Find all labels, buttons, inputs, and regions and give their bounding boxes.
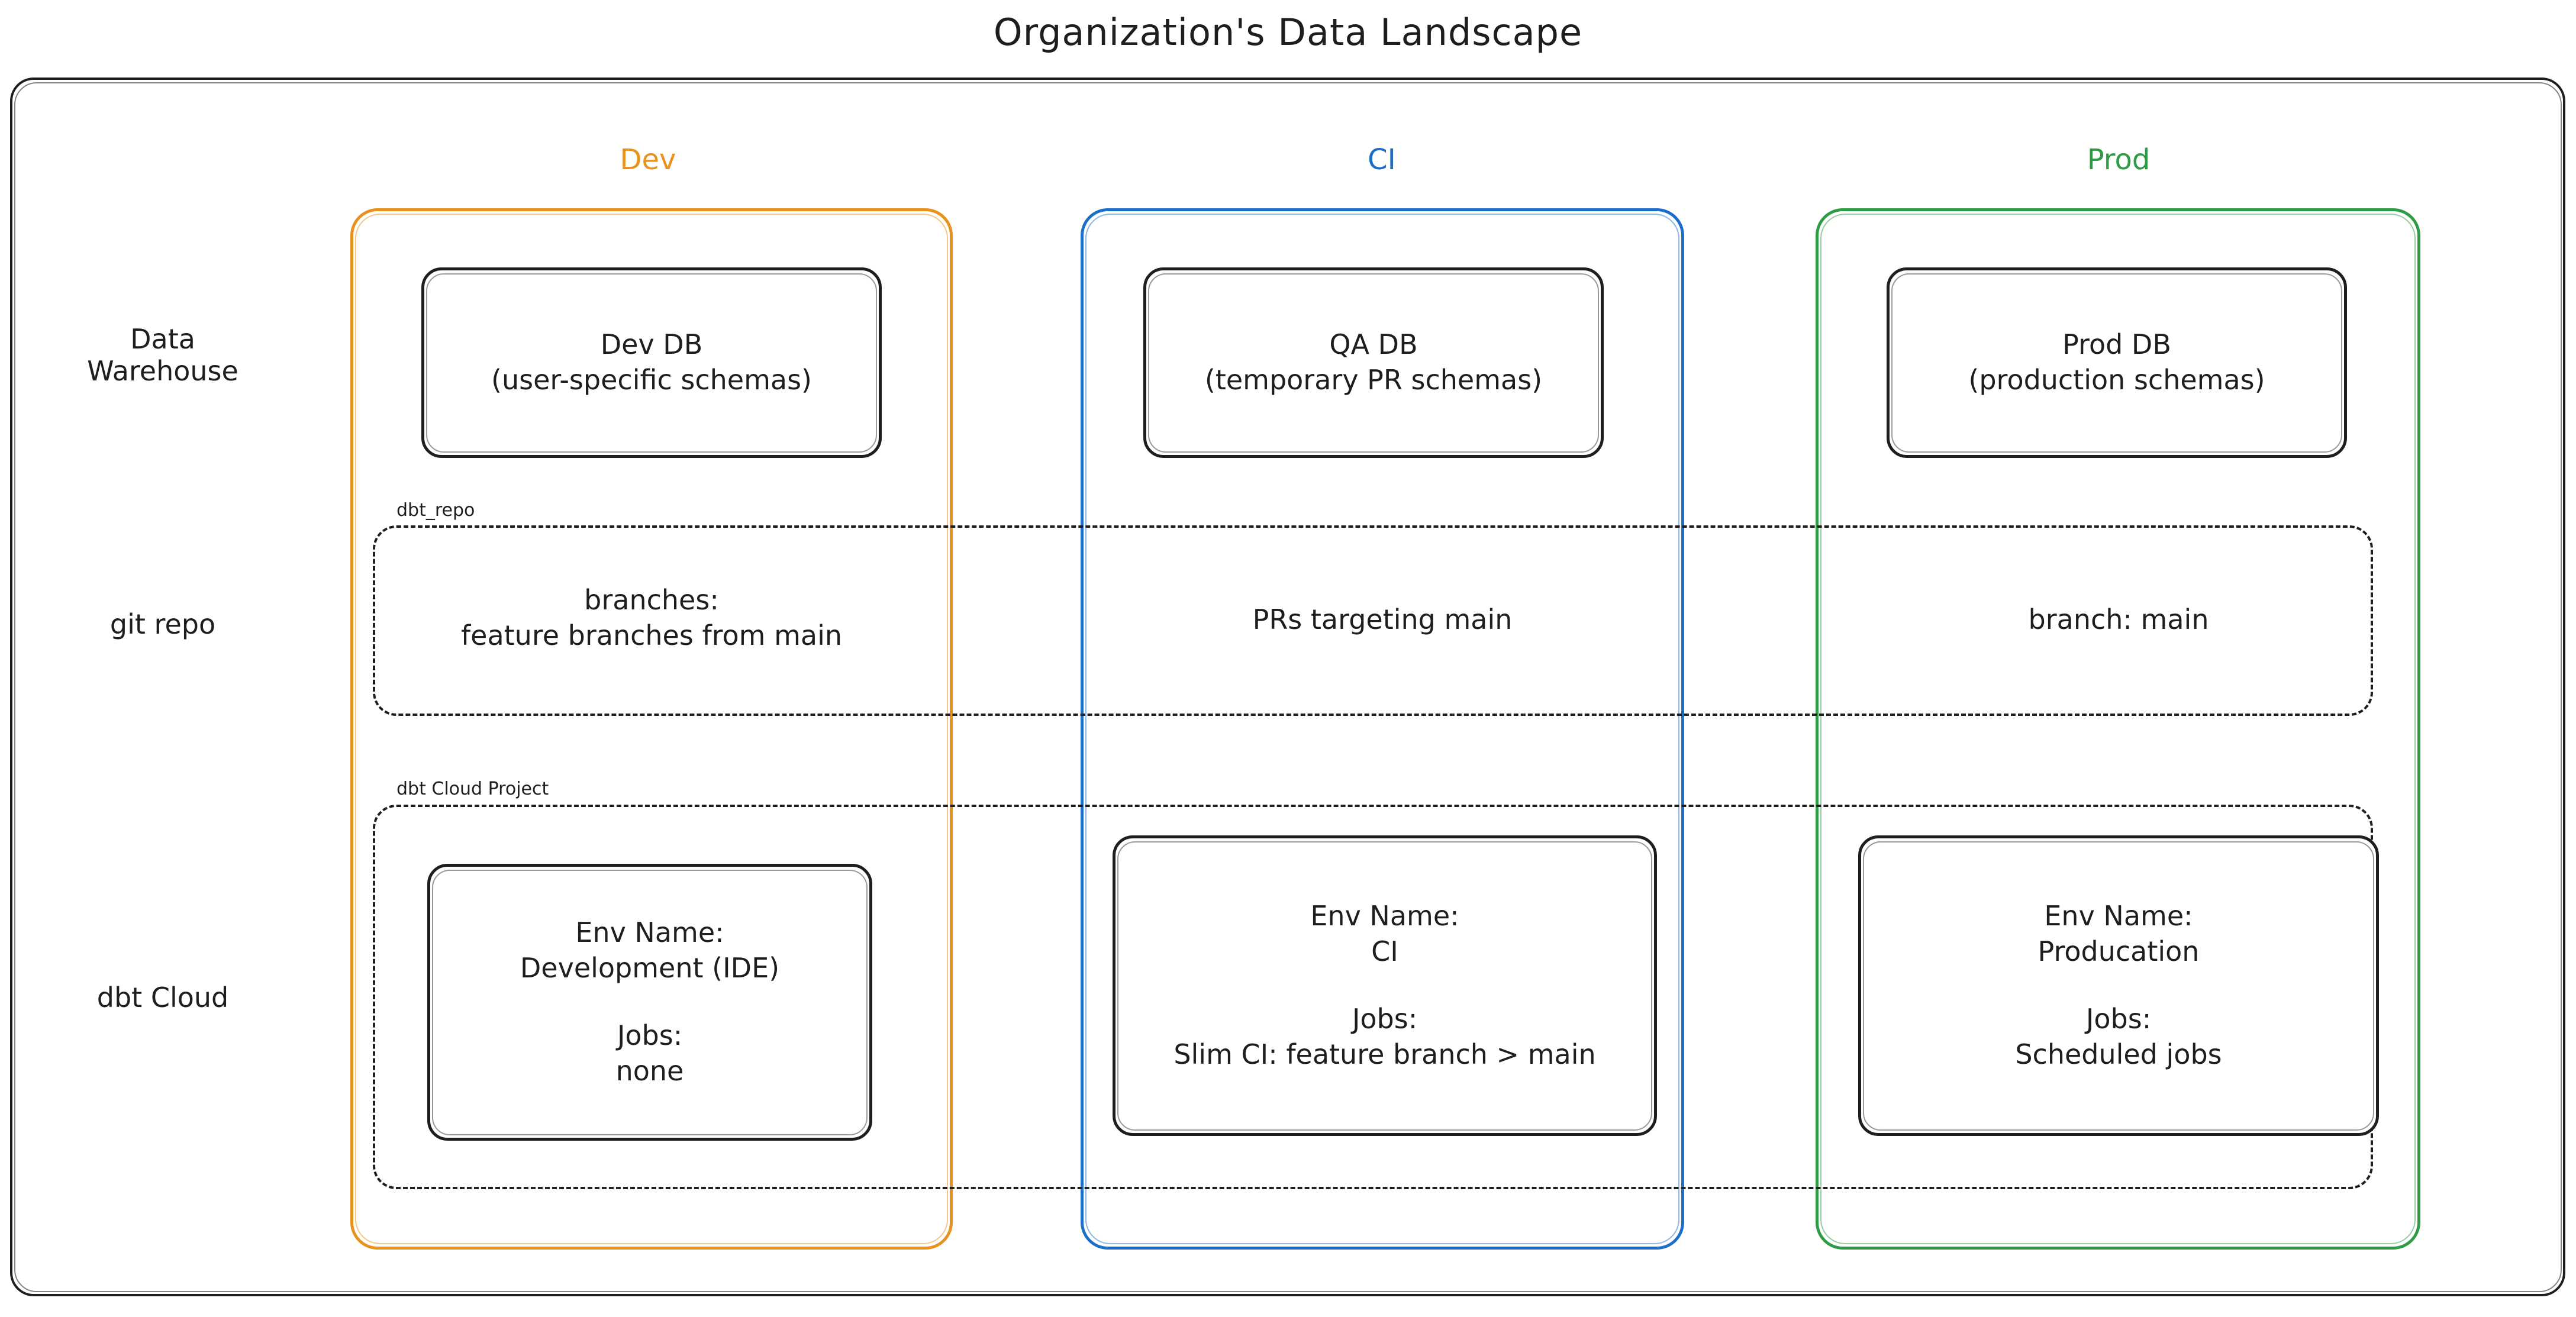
env-column-dev bbox=[350, 208, 953, 1250]
node-dbt-env-prod[interactable]: Env Name: Producation Jobs: Scheduled jo… bbox=[1858, 835, 2379, 1136]
node-dbt-env-dev-jobs-label: Jobs: bbox=[617, 1019, 683, 1051]
node-dev-db-title: Dev DB bbox=[600, 328, 703, 361]
node-dbt-env-dev-env-label: Env Name: bbox=[575, 916, 724, 949]
landscape-frame bbox=[10, 78, 2565, 1296]
group-label-dbt-repo: dbt_repo bbox=[391, 500, 481, 521]
node-prod-db[interactable]: Prod DB (production schemas) bbox=[1887, 267, 2347, 458]
node-dbt-env-ci[interactable]: Env Name: CI Jobs: Slim CI: feature bran… bbox=[1113, 835, 1657, 1136]
node-dbt-env-dev-env-value: Development (IDE) bbox=[520, 952, 780, 984]
git-repo-prod-text: branch: main bbox=[2028, 603, 2209, 635]
node-qa-db-subtitle: (temporary PR schemas) bbox=[1204, 364, 1543, 396]
node-dbt-env-ci-jobs-label: Jobs: bbox=[1352, 1003, 1418, 1035]
node-prod-db-title: Prod DB bbox=[2062, 328, 2171, 361]
row-label-git-repo: git repo bbox=[109, 608, 216, 640]
node-dbt-env-prod-env-value: Producation bbox=[2037, 935, 2200, 968]
env-column-prod bbox=[1816, 208, 2420, 1250]
env-header-prod: Prod bbox=[2087, 143, 2151, 176]
git-repo-ci-text: PRs targeting main bbox=[1252, 603, 1513, 635]
node-dbt-env-dev-jobs-value: none bbox=[615, 1054, 684, 1087]
row-label-dbt-cloud: dbt Cloud bbox=[96, 982, 229, 1013]
node-dbt-env-prod-env-label: Env Name: bbox=[2044, 900, 2193, 932]
group-dbt-repo bbox=[373, 525, 2373, 716]
page-title: Organization's Data Landscape bbox=[993, 11, 1583, 54]
node-dbt-env-ci-env-label: Env Name: bbox=[1310, 900, 1459, 932]
group-label-dbt-cloud-project: dbt Cloud Project bbox=[391, 779, 555, 799]
env-column-ci bbox=[1081, 208, 1684, 1250]
node-qa-db[interactable]: QA DB (temporary PR schemas) bbox=[1143, 267, 1604, 458]
node-prod-db-subtitle: (production schemas) bbox=[1968, 364, 2265, 396]
env-header-dev: Dev bbox=[620, 143, 676, 176]
git-repo-dev-text: branches: feature branches from main bbox=[460, 584, 843, 651]
node-dev-db-subtitle: (user-specific schemas) bbox=[491, 364, 812, 396]
node-qa-db-title: QA DB bbox=[1329, 328, 1418, 361]
node-dbt-env-prod-jobs-value: Scheduled jobs bbox=[2015, 1038, 2222, 1070]
node-dbt-env-dev[interactable]: Env Name: Development (IDE) Jobs: none bbox=[427, 864, 872, 1141]
node-dbt-env-ci-jobs-value: Slim CI: feature branch > main bbox=[1173, 1038, 1596, 1070]
node-dbt-env-prod-jobs-label: Jobs: bbox=[2085, 1003, 2152, 1035]
node-dbt-env-ci-env-value: CI bbox=[1371, 935, 1398, 968]
env-header-ci: CI bbox=[1368, 143, 1396, 176]
row-label-data-warehouse: Data Warehouse bbox=[87, 323, 238, 388]
node-dev-db[interactable]: Dev DB (user-specific schemas) bbox=[421, 267, 882, 458]
